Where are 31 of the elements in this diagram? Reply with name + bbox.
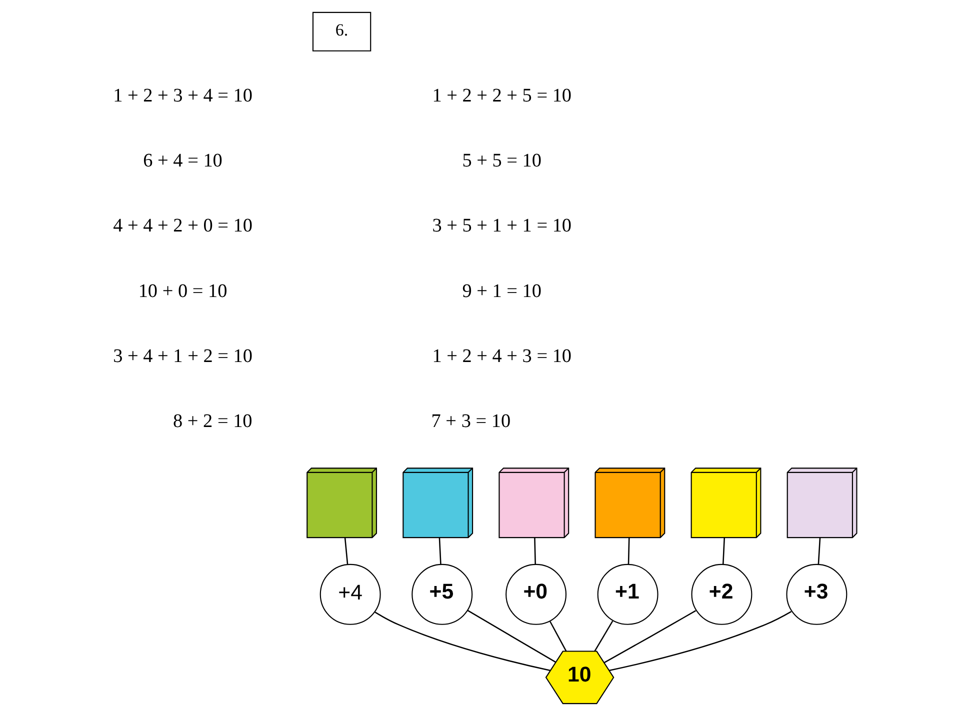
label: 9 + 1 = 10 <box>462 280 542 302</box>
label: 7 + 3 = 10 <box>431 410 511 432</box>
node-circle: +3 <box>786 564 848 625</box>
node-circle: +1 <box>597 564 658 625</box>
node-circle: +2 <box>691 564 752 625</box>
node-circle: +5 <box>412 564 473 625</box>
label: 6 + 4 = 10 <box>143 150 222 172</box>
label: 6. <box>335 20 348 40</box>
connector <box>438 538 442 564</box>
connector <box>609 611 792 672</box>
node-circle: +0 <box>506 564 567 625</box>
connector <box>722 538 726 564</box>
connector <box>344 538 348 564</box>
connector <box>550 621 567 652</box>
connector <box>594 620 614 652</box>
connector <box>628 538 630 564</box>
connector <box>534 538 536 564</box>
connector <box>604 610 696 664</box>
label: 1 + 2 + 2 + 5 = 10 <box>432 85 572 106</box>
label: 1 + 2 + 3 + 4 = 10 <box>113 85 252 106</box>
label: 3 + 4 + 1 + 2 = 10 <box>113 346 252 367</box>
label: 8 + 2 = 10 <box>173 410 252 432</box>
label: 5 + 5 = 10 <box>462 150 542 172</box>
label: 4 + 4 + 2 + 0 = 10 <box>113 216 252 237</box>
node-circle: +4 <box>320 564 381 625</box>
label: 10 + 0 = 10 <box>138 280 228 302</box>
label: 1 + 2 + 4 + 3 = 10 <box>432 346 572 367</box>
label: 3 + 5 + 1 + 1 = 10 <box>432 216 572 237</box>
connector <box>818 538 821 564</box>
connector <box>467 610 556 663</box>
connector <box>374 612 550 672</box>
